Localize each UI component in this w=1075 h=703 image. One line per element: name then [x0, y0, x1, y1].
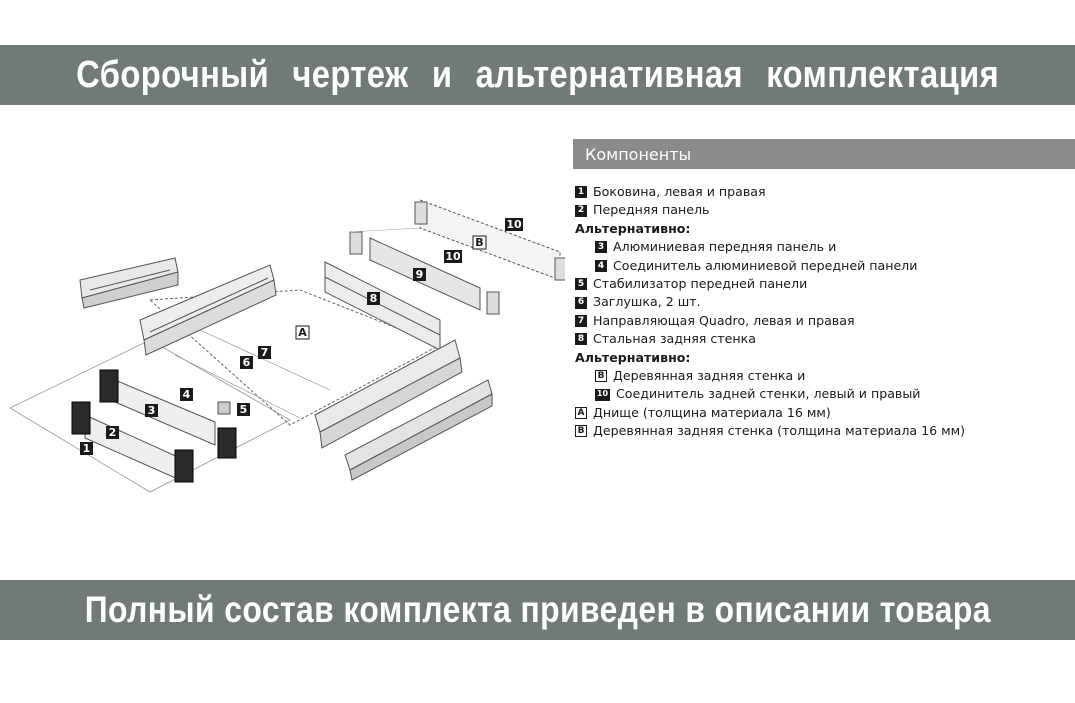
- component-marker: B: [595, 370, 607, 383]
- components-header-text: Компоненты: [585, 144, 692, 164]
- component-text: Заглушка, 2 шт.: [593, 294, 701, 310]
- component-text: Боковина, левая и правая: [593, 184, 766, 199]
- label-7-text: 7: [261, 346, 269, 359]
- component-row: 5 Стабилизатор передней панели: [575, 275, 1070, 293]
- component-row: 10 Соединитель задней стенки, левый и пра…: [575, 385, 1070, 403]
- right-rail: [344, 379, 493, 481]
- component-text: Соединитель задней стенки, левый и правы…: [616, 386, 921, 402]
- label-7: 7: [258, 346, 271, 359]
- components-header: Компоненты: [573, 139, 1075, 169]
- label-b: B: [472, 235, 487, 250]
- component-text: Днище (толщина материала 16 мм): [593, 404, 831, 420]
- label-10-lower: 10: [444, 250, 462, 263]
- component-marker: 1: [575, 186, 587, 199]
- label-a: A: [295, 325, 310, 340]
- component-text: Алюминиевая передняя панель и: [613, 239, 837, 255]
- component-text: Передняя панель: [593, 202, 710, 218]
- label-10-upper: 10: [505, 218, 523, 231]
- label-9-text: 9: [416, 268, 424, 281]
- base-plane: [9, 339, 291, 493]
- component-marker: 6: [575, 296, 587, 309]
- component-row: 7 Направляющая Quadro, левая и правая: [575, 312, 1070, 330]
- label-4-text: 4: [183, 388, 191, 401]
- component-row: A Днище (толщина материала 16 мм): [575, 404, 1070, 422]
- label-2: 2: [106, 426, 119, 439]
- component-marker: 8: [575, 333, 587, 346]
- component-row: 3 Алюминиевая передняя панель и: [575, 238, 1070, 256]
- right-side-wall: [314, 339, 463, 449]
- component-row: B Деревянная задняя стенка (толщина матер…: [575, 422, 1070, 440]
- component-row: 1 Боковина, левая и правая: [575, 183, 1070, 201]
- bottom-banner-text: Полный состав комплекта приведен в описа…: [84, 589, 991, 630]
- bottom-banner: Полный состав комплекта приведен в описа…: [0, 580, 1075, 640]
- label-10-lower-text: 10: [445, 250, 461, 263]
- component-marker: 4: [595, 259, 607, 272]
- component-marker: 3: [595, 241, 607, 254]
- label-6: 6: [240, 356, 253, 369]
- label-8: 8: [367, 292, 380, 305]
- label-10-upper-text: 10: [506, 218, 522, 231]
- component-row: Альтернативно:: [575, 349, 1070, 367]
- component-text: Деревянная задняя стенка и: [613, 368, 806, 384]
- component-row: 2 Передняя панель: [575, 201, 1070, 219]
- left-side-wall: [139, 264, 277, 356]
- assembly-drawing: 1 2 3 4 5 6 7 8 9 10 10 A B: [9, 199, 565, 493]
- component-text: Альтернативно:: [575, 220, 691, 236]
- component-text: Деревянная задняя стенка (толщина матери…: [593, 423, 966, 439]
- component-marker: 10: [595, 388, 610, 401]
- component-row: B Деревянная задняя стенка и: [575, 367, 1070, 385]
- component-row: 4 Соединитель алюминиевой передней панели: [575, 257, 1070, 275]
- component-marker: 7: [575, 315, 587, 328]
- component-marker: 5: [575, 278, 587, 291]
- label-8-text: 8: [370, 292, 378, 305]
- component-text: Направляющая Quadro, левая и правая: [593, 312, 855, 328]
- label-b-text: B: [475, 236, 483, 249]
- label-5: 5: [237, 403, 250, 416]
- label-3-text: 3: [148, 404, 156, 417]
- label-4: 4: [180, 388, 193, 401]
- component-marker: A: [575, 407, 587, 420]
- top-banner: Сборочный чертеж и альтернативная компле…: [0, 45, 1075, 105]
- label-3: 3: [145, 404, 158, 417]
- component-row: Альтернативно:: [575, 220, 1070, 238]
- label-2-text: 2: [109, 426, 117, 439]
- label-6-text: 6: [243, 356, 251, 369]
- left-rail: [79, 257, 179, 309]
- label-1-text: 1: [83, 442, 91, 455]
- rear-panel-wood: [419, 199, 561, 281]
- label-5-text: 5: [240, 403, 248, 416]
- component-text: Альтернативно:: [575, 349, 691, 365]
- component-marker: 2: [575, 204, 587, 217]
- components-list: 1 Боковина, левая и правая 2 Передняя панел…: [575, 183, 1070, 441]
- component-marker: B: [575, 425, 587, 438]
- top-banner-text: Сборочный чертеж и альтернативная компле…: [75, 53, 999, 96]
- component-text: Стабилизатор передней панели: [593, 276, 808, 292]
- label-a-text: A: [298, 326, 307, 339]
- label-1: 1: [80, 442, 93, 455]
- front-panel-2: [84, 414, 181, 481]
- component-text: Соединитель алюминиевой передней панели: [613, 257, 918, 273]
- component-row: 6 Заглушка, 2 шт.: [575, 293, 1070, 311]
- component-text: Стальная задняя стенка: [593, 331, 756, 347]
- label-9: 9: [413, 268, 426, 281]
- component-row: 8 Стальная задняя стенка: [575, 330, 1070, 348]
